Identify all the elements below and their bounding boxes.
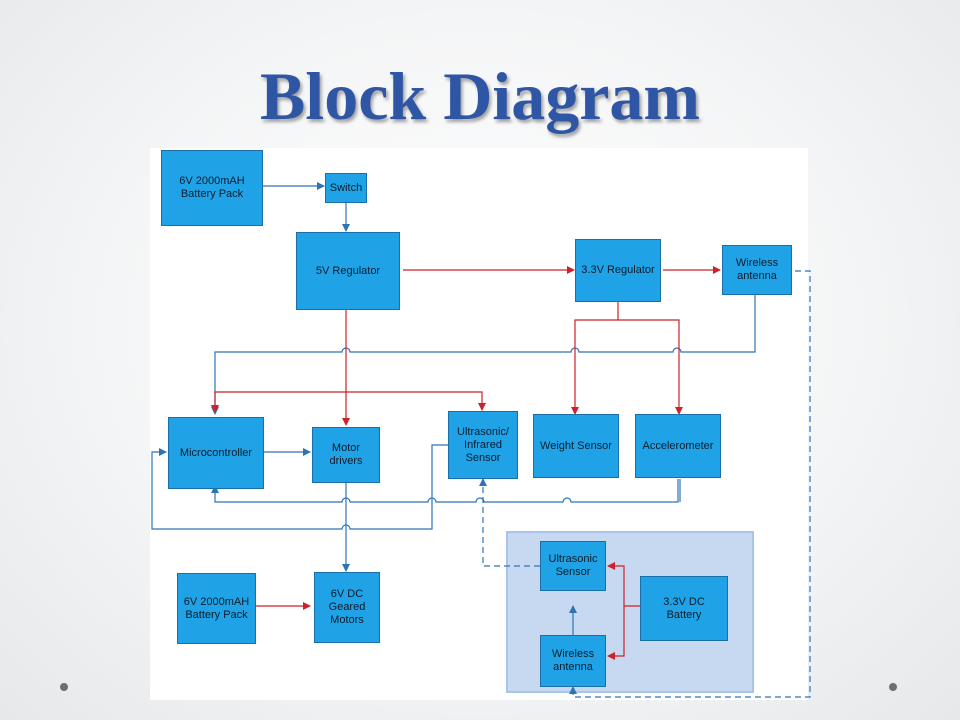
wire-33battery-to-antenna bbox=[607, 606, 625, 660]
wire-remote-to-ir bbox=[479, 478, 540, 567]
wire-33-to-accel bbox=[618, 319, 683, 415]
slide-title: Block Diagram bbox=[259, 58, 701, 134]
regulator-5v: 5V Regulator bbox=[296, 232, 400, 310]
connection-wires bbox=[151, 182, 811, 698]
motor-drivers-block: Motor drivers bbox=[312, 427, 380, 483]
wire-wireless-dashed bbox=[569, 270, 811, 698]
slide-bullet-left bbox=[60, 683, 68, 691]
wire-sensors-to-micro bbox=[211, 479, 679, 503]
block-diagram: 6V 2000mAH Battery Pack Switch 5V Regula… bbox=[150, 148, 811, 700]
ultrasonic-infrared-sensor-block: Ultrasonic/ Infrared Sensor bbox=[448, 411, 518, 479]
switch-block: Switch bbox=[325, 173, 367, 203]
wire-antenna-to-micro bbox=[211, 295, 756, 415]
wireless-antenna-top: Wireless antenna bbox=[722, 245, 792, 295]
battery-pack-bottom: 6V 2000mAH Battery Pack bbox=[177, 573, 256, 644]
ultrasonic-sensor-remote: Ultrasonic Sensor bbox=[540, 541, 606, 591]
wire-33battery-to-ultrasonic bbox=[607, 562, 640, 607]
microcontroller-block: Microcontroller bbox=[168, 417, 264, 489]
wire-5v-to-ultrasonic bbox=[346, 391, 486, 411]
battery-3v3-block: 3.3V DC Battery bbox=[640, 576, 728, 641]
wireless-antenna-remote: Wireless antenna bbox=[540, 635, 606, 687]
dc-geared-motors-block: 6V DC Geared Motors bbox=[314, 572, 380, 643]
accelerometer-block: Accelerometer bbox=[635, 414, 721, 478]
regulator-3v3: 3.3V Regulator bbox=[575, 239, 661, 302]
battery-pack-top: 6V 2000mAH Battery Pack bbox=[161, 150, 263, 226]
weight-sensor-block: Weight Sensor bbox=[533, 414, 619, 478]
slide-bullet-right bbox=[889, 683, 897, 691]
wire-5v-to-micro bbox=[211, 391, 346, 413]
wire-33-to-weight bbox=[571, 302, 619, 415]
